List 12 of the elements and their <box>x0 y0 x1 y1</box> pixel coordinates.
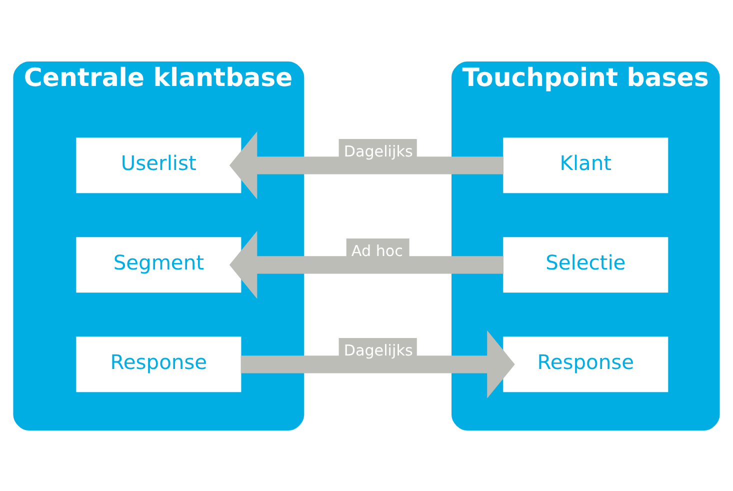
arrow <box>229 230 504 298</box>
node-box: Response <box>76 336 242 392</box>
node-box: Selectie <box>503 236 668 292</box>
edge-label: Dagelijks <box>344 142 413 160</box>
node-box: Klant <box>503 137 668 193</box>
arrow <box>240 330 515 398</box>
node-box: Userlist <box>76 137 242 193</box>
edge-label: Dagelijks <box>344 341 413 360</box>
arrow <box>229 130 504 199</box>
node-box: Response <box>503 336 668 392</box>
edge-label: Ad hoc <box>351 242 403 260</box>
node-box: Segment <box>76 236 242 292</box>
